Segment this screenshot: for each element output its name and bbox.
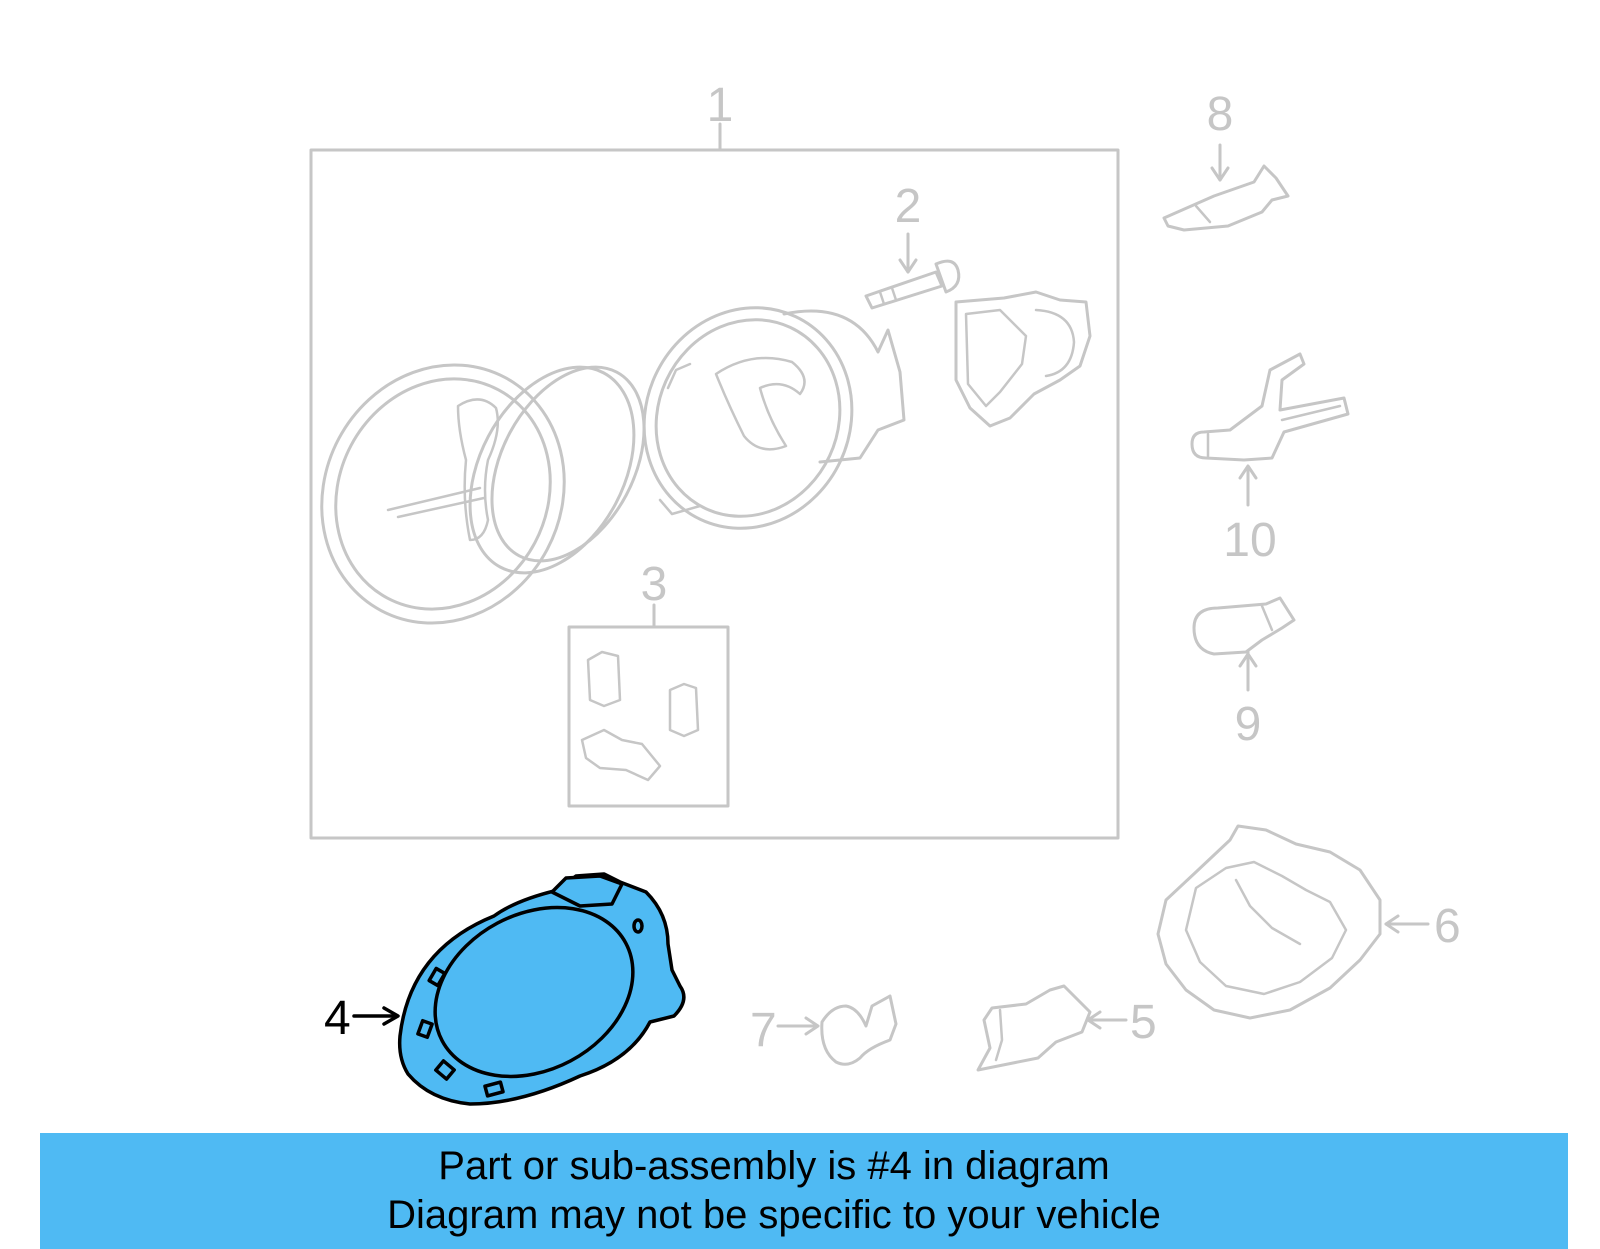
part-3-clip-kit: 3 [567,558,730,808]
part-1-headlamp-assembly: 1 [309,79,1120,840]
callout-6: 6 [1434,900,1461,953]
callout-8: 8 [1207,88,1234,141]
callout-4: 4 [324,992,351,1045]
banner-line-1: Part or sub-assembly is #4 in diagram [438,1144,1110,1188]
headlamp-rear-cover [954,290,1092,428]
callout-5: 5 [1130,996,1157,1049]
headlamp-housing [642,306,906,530]
part-5-bracket: 5 [976,984,1157,1072]
callout-2: 2 [895,180,922,233]
part-4-fog-lamp-bezel: 4 [324,872,686,1106]
part-10-bulb: 10 [1190,352,1350,567]
headlamp-lens [320,363,646,625]
callout-3: 3 [641,558,668,611]
banner-line-2: Diagram may not be specific to your vehi… [387,1193,1161,1237]
callout-10: 10 [1223,514,1276,567]
callout-1: 1 [707,79,734,132]
part-2-bolt: 2 [864,180,961,310]
part-7-clip: 7 [750,994,898,1066]
info-banner: Part or sub-assembly is #4 in diagram Di… [40,1133,1568,1249]
part-6-liner: 6 [1156,824,1461,1020]
callout-7: 7 [750,1004,777,1057]
part-9-bulb: 9 [1192,596,1296,751]
callout-9: 9 [1235,698,1262,751]
part-8-bulb: 8 [1162,88,1290,232]
